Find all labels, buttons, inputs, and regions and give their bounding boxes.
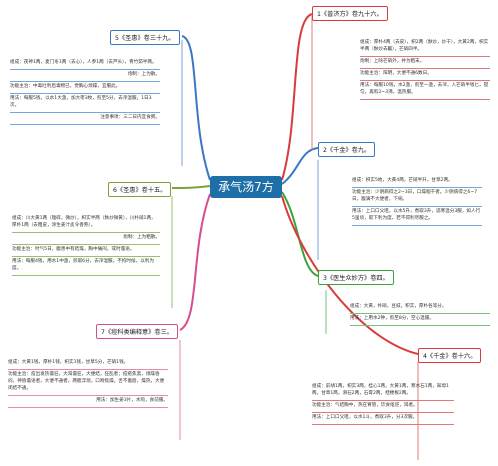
branch-2-item: 功能主治：少阴病得之2~3日，口燥咽干者。少阴病得之6~7日，腹满不大便者，下痢… (352, 188, 482, 207)
link-b5 (181, 35, 211, 181)
branch-2-item: 用法：上口口父咀，以水5升，煮取3升，适寒温分3服，如人行5里顷，取下利为度，若… (352, 207, 482, 226)
branch-6-item: 组成：川大黄1两（锉碎，微炒），枳实半两（麸炒微黄），川朴硝1两，厚朴1两（去粗… (12, 214, 160, 233)
link-b7 (179, 193, 211, 331)
branch-4-item: 功能主治：气结胸中，热在胃管，饮食呕逆，渴者。 (312, 401, 454, 413)
link-b6 (171, 185, 211, 189)
branch-5-item: 用法：每服5钱，以水1大盏，加大枣3枚，煎至5分，去滓温服，1日3次。 (10, 94, 160, 113)
link-b1 (281, 13, 313, 181)
branch-7-item: 用法：加生姜3片，水煎，食前服。 (8, 396, 168, 408)
branch-6-item: 用法：每服4钱，用水1中盏，煎取6分，去滓温服，不拘时候，以利为度。 (12, 257, 160, 276)
branch-5-item: 功能主治：中毒吐利后毒物已，觉胸心烦躁，宜服此。 (10, 82, 160, 94)
branch-3-details: 组成：大黄，朴硝，豆豉，积实，厚朴各等分。 用法：上用水2钟，煎至8分，空心温服… (350, 302, 490, 326)
branch-3-title[interactable]: 3《医生众妙方》卷四。 (318, 270, 394, 285)
branch-4-item: 用法：上口口父咀，以水1斗，煮取3升，分3次服。 (312, 413, 454, 425)
branch-2-title[interactable]: 2《千金》卷九。 (318, 142, 376, 157)
branch-4-item: 组成：前胡1两，枳实3两，桂心1两，大黄1两，寒水石1两，知母1两，甘草1两，滑… (312, 382, 454, 401)
branch-7-title[interactable]: 7《痘科类编释意》卷三。 (96, 324, 178, 339)
branch-1-title[interactable]: 1《普济方》卷九十六。 (312, 6, 388, 21)
branch-1-item: 用法：每服10钱，水2盏，煎至一盏，去滓，入芒硝半钱匕，搅匀，再煎2~3沸，温热… (360, 81, 490, 100)
central-topic[interactable]: 承气汤7方 (210, 176, 282, 198)
link-b4 (281, 195, 419, 355)
branch-3-item: 组成：大黄，朴硝，豆豉，积实，厚朴各等分。 (350, 302, 490, 314)
branch-5-item: 注意事项：三二日内宜食粥。 (10, 113, 160, 125)
branch-1-item: 功能主治：阳明，大便不通6数日。 (360, 69, 490, 81)
branch-4-details: 组成：前胡1两，枳实3两，桂心1两，大黄1两，寒水石1两，知母1两，甘草1两，滑… (312, 382, 454, 425)
branch-5-details: 组成：茯神1两，麦门冬1两（去心），人参1两（去芦头），青竹茹半两。 炮制：上为… (10, 58, 160, 125)
branch-2-details: 组成：枳实5枚，大黄4两，芒硝半升，甘草2两。 功能主治：少阴病得之2~3日，口… (352, 176, 482, 226)
branch-6-item: 功能主治：时气5日，腹善中有结燥，胸中痛闷，或时谵语。 (12, 245, 160, 257)
branch-1-item: 组成：厚朴4两（去皮），枳2两（麸炒，炒干），大黄2两，枳实半两（麸炒去瓤），芒… (360, 38, 490, 57)
branch-2-item: 组成：枳实5枚，大黄4两，芒硝半升，甘草2两。 (352, 176, 482, 188)
branch-5-item: 组成：茯神1两，麦门冬1两（去心），人参1两（去芦头），青竹茹半两。 (10, 58, 160, 70)
branch-5-title[interactable]: 5《圣惠》卷三十九。 (110, 30, 180, 45)
branch-7-details: 组成：大黄1钱，厚朴1钱，枳实1钱，甘草5分，芒硝1钱。 功能主治：痘出发热谵狂… (8, 358, 168, 408)
link-b2 (281, 147, 319, 185)
branch-4-title[interactable]: 4《千金》卷十六。 (418, 348, 482, 363)
branch-3-item: 用法：上用水2钟，煎至8分，空心温服。 (350, 314, 490, 326)
branch-5-item: 炮制：上为散。 (10, 70, 160, 82)
branch-6-title[interactable]: 6《圣惠》卷十五。 (108, 182, 172, 197)
branch-1-item: 炮制：上除芒硝外，并为粗末。 (360, 57, 490, 69)
branch-7-item: 功能主治：痘出发热谵狂，大渴谵狂，大便结，狂乱者；痘疮焦黑，烦躁昏闷，神昏谵语者… (8, 370, 168, 396)
branch-6-details: 组成：川大黄1两（锉碎，微炒），枳实半两（麸炒微黄），川朴硝1两，厚朴1两（去粗… (12, 214, 160, 276)
branch-1-details: 组成：厚朴4两（去皮），枳2两（麸炒，炒干），大黄2两，枳实半两（麸炒去瓤），芒… (360, 38, 490, 100)
branch-7-item: 组成：大黄1钱，厚朴1钱，枳实1钱，甘草5分，芒硝1钱。 (8, 358, 168, 370)
branch-6-item: 炮制：上为粗散。 (12, 233, 160, 245)
